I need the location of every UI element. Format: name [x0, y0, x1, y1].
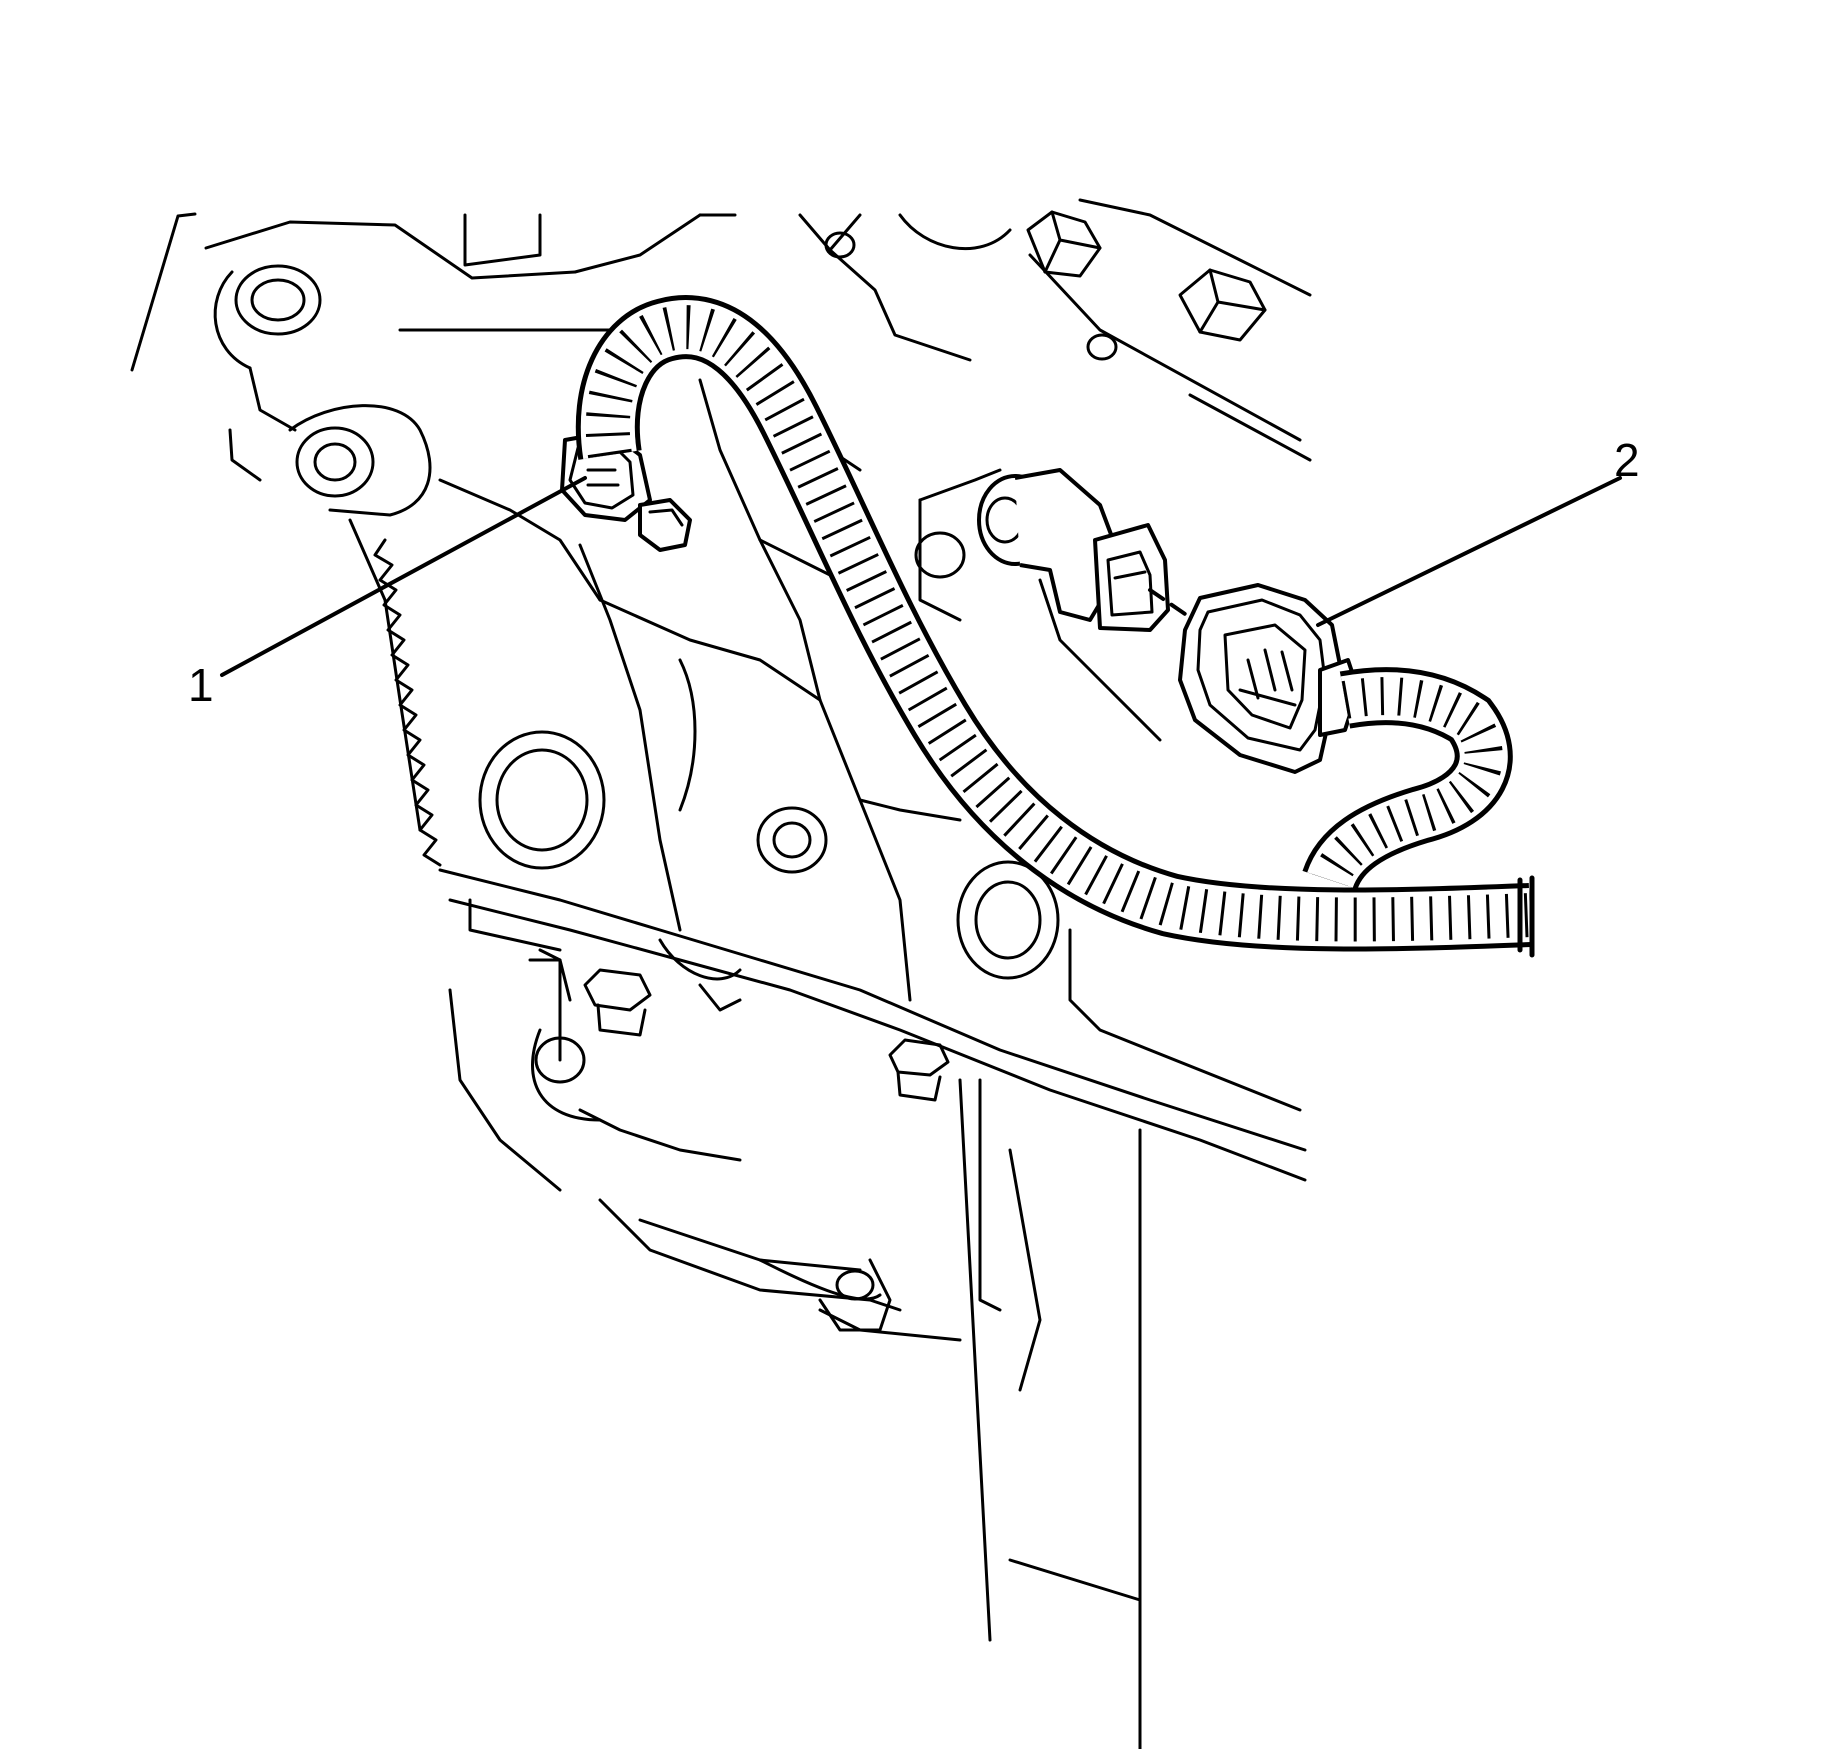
engine-block-outline — [130, 198, 1312, 1749]
callout-2-leader — [1316, 476, 1622, 627]
alignment-dash — [1148, 588, 1190, 618]
callout-2-label: 2 — [1614, 434, 1640, 486]
callout-1-leader — [220, 476, 587, 677]
wiring-harness — [575, 295, 1535, 958]
knock-sensor-2 — [977, 468, 1170, 632]
harness-connector-plug — [1178, 583, 1360, 774]
callout-1-label: 1 — [188, 659, 214, 711]
